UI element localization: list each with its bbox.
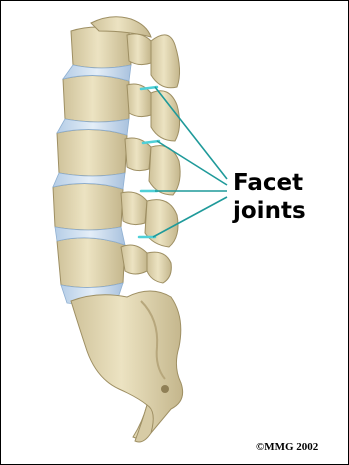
vertebra-l4-body bbox=[53, 183, 123, 230]
pedicle-l5 bbox=[121, 245, 147, 274]
coccyx-tip bbox=[135, 405, 153, 442]
vertebra-l3-body bbox=[57, 129, 127, 176]
sacral-foramen bbox=[161, 385, 169, 393]
vertebra-l2-body bbox=[63, 75, 129, 122]
spinous-process-l4 bbox=[145, 200, 178, 247]
pedicle-l4 bbox=[121, 192, 147, 225]
facet-joints-label: Facet joints bbox=[233, 169, 306, 225]
vertebral-bodies bbox=[53, 27, 131, 288]
spinous-process-l2 bbox=[151, 91, 180, 141]
pedicle-l1 bbox=[127, 34, 151, 65]
vertebra-l1-body bbox=[71, 27, 131, 68]
spinous-process-l1 bbox=[151, 35, 180, 88]
label-line-2: joints bbox=[233, 197, 306, 225]
copyright-notice: ©MMG 2002 bbox=[256, 441, 318, 453]
label-line-1: Facet bbox=[233, 169, 306, 197]
vertebra-l5-body bbox=[57, 238, 125, 288]
facet-joint-l2-l3 bbox=[143, 141, 159, 143]
spinous-process-l5 bbox=[147, 252, 171, 283]
sacrum-illustration bbox=[71, 291, 183, 438]
